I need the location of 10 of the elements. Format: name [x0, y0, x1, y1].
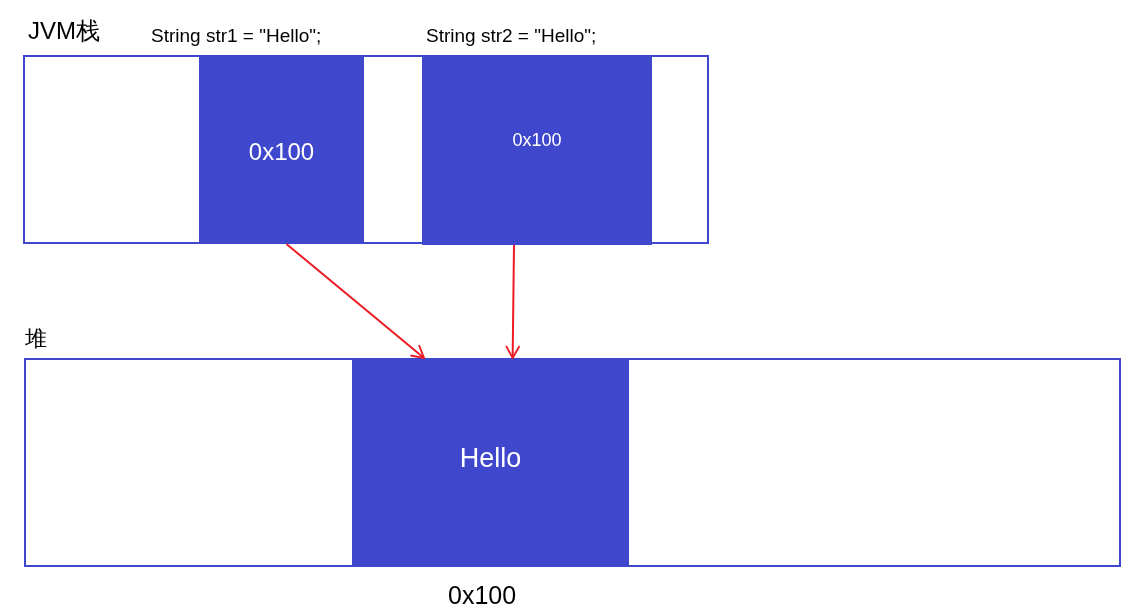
- code-line: String str2 = "Hello";: [426, 26, 597, 47]
- arrow: [505, 244, 521, 359]
- arrow: [285, 243, 425, 359]
- section-heading: JVM栈: [28, 18, 100, 45]
- section-heading: 堆: [25, 327, 47, 352]
- address-value: 0x100: [512, 129, 562, 151]
- address-value: 0x100: [248, 137, 315, 166]
- address-label: 0x100: [448, 582, 517, 610]
- code-line: String str1 = "Hello";: [151, 26, 322, 47]
- string-value: Hello: [459, 443, 522, 474]
